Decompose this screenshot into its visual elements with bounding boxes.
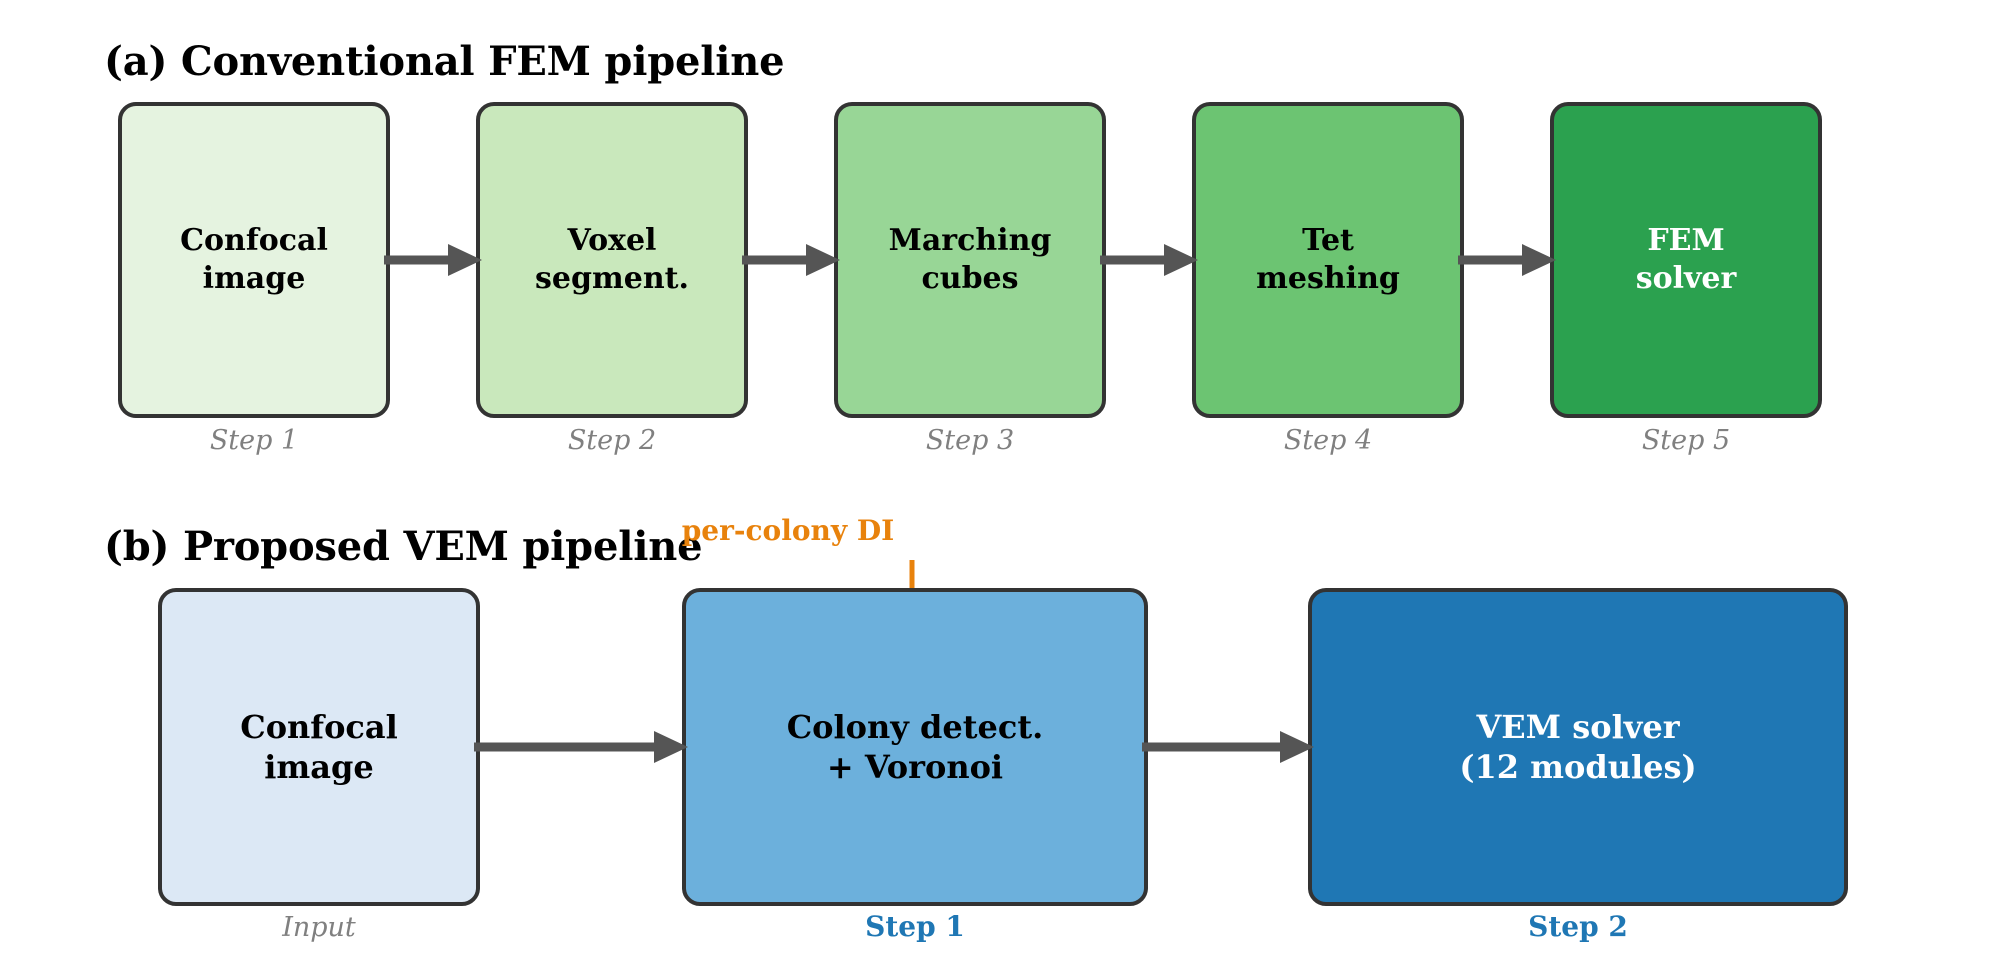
node-label: Colony detect. + Voronoi	[786, 707, 1044, 786]
caption-input: Input	[282, 912, 356, 943]
node-label: Voxel segment.	[535, 223, 689, 296]
arrow-step1-to-step2	[382, 240, 484, 280]
arrow-input-to-step1	[472, 727, 690, 767]
caption-step-2: Step 2	[567, 425, 657, 456]
annotation-per-colony-di: per-colony DI	[681, 514, 895, 547]
node-label: Confocal image	[240, 707, 398, 786]
arrow-step3-to-step4	[1098, 240, 1200, 280]
arrow-step2-to-step3	[740, 240, 842, 280]
node-label: Tet meshing	[1256, 223, 1400, 296]
caption-step-1: Step 1	[209, 425, 299, 456]
node-label: Confocal image	[180, 223, 328, 296]
caption-step-5: Step 5	[1641, 425, 1731, 456]
node-voxel-segment[interactable]: Voxel segment.	[476, 102, 748, 418]
node-colony-detect-voronoi[interactable]: Colony detect. + Voronoi	[682, 588, 1148, 906]
node-fem-solver[interactable]: FEM solver	[1550, 102, 1822, 418]
node-marching-cubes[interactable]: Marching cubes	[834, 102, 1106, 418]
caption-step-4: Step 4	[1283, 425, 1373, 456]
caption-step-3: Step 3	[925, 425, 1015, 456]
node-label: FEM solver	[1635, 223, 1737, 296]
node-confocal-image-vem[interactable]: Confocal image	[158, 588, 480, 906]
node-tet-meshing[interactable]: Tet meshing	[1192, 102, 1464, 418]
caption-vem-step-2: Step 2	[1528, 910, 1628, 943]
caption-vem-step-1: Step 1	[865, 910, 965, 943]
node-confocal-image-fem[interactable]: Confocal image	[118, 102, 390, 418]
node-vem-solver[interactable]: VEM solver (12 modules)	[1308, 588, 1848, 906]
panel-b-title: (b) Proposed VEM pipeline	[104, 523, 703, 570]
arrow-step4-to-step5	[1456, 240, 1558, 280]
node-label: VEM solver (12 modules)	[1459, 707, 1697, 786]
panel-a-title: (a) Conventional FEM pipeline	[104, 38, 785, 85]
node-label: Marching cubes	[888, 223, 1052, 296]
arrow-step1-to-step2-vem	[1140, 727, 1316, 767]
